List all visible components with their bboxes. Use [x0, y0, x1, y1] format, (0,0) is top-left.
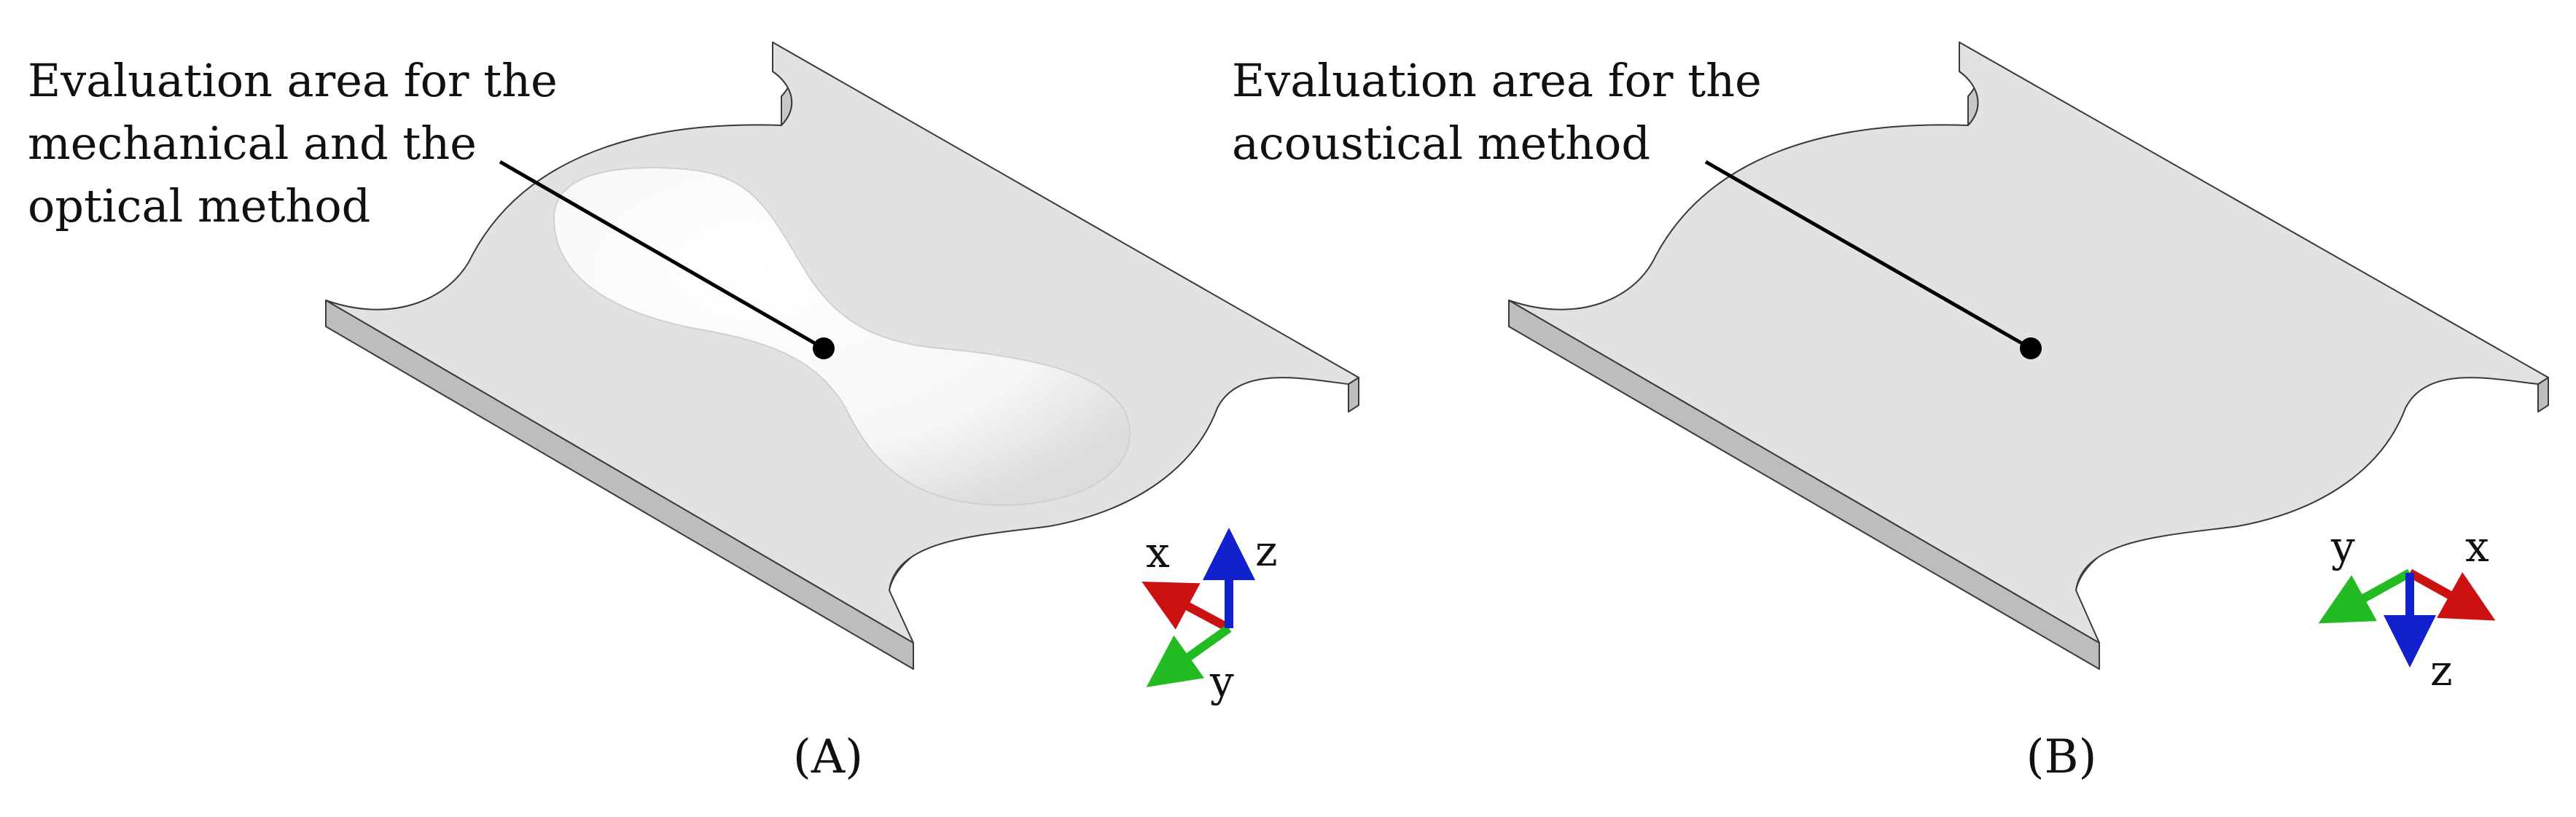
panel-b: Evaluation area for the acoustical metho… [1232, 42, 2549, 784]
callout-b-line-2: acoustical method [1232, 117, 1650, 170]
callout-a-dot [813, 337, 835, 359]
callout-a-line-3: optical method [28, 179, 370, 232]
axis-b-z-label: z [2430, 646, 2453, 695]
callout-a-line-1: Evaluation area for the [28, 54, 558, 107]
callout-b-dot [2020, 337, 2042, 359]
axis-a-y-label: y [1209, 657, 1234, 706]
axis-b-y-label: y [2330, 522, 2355, 571]
panel-a-caption: (A) [793, 730, 863, 784]
callout-a-leader [499, 160, 825, 351]
axis-a-z-label: z [1255, 526, 1278, 576]
axis-b-x-arrow [2408, 568, 2496, 621]
axis-a-y-arrow [1146, 625, 1232, 687]
panel-a: Evaluation area for the mechanical and t… [28, 42, 1359, 784]
axis-a-x-arrow [1141, 582, 1231, 633]
dogbone-bulge-a [553, 167, 1131, 507]
axis-triad-b: x y z [2318, 522, 2496, 695]
axis-triad-a: x y z [1141, 526, 1278, 706]
panel-b-caption: (B) [2026, 730, 2097, 784]
callout-a: Evaluation area for the mechanical and t… [28, 54, 835, 359]
callout-b-line-1: Evaluation area for the [1232, 54, 1762, 107]
axis-a-x-label: x [1146, 528, 1170, 577]
callout-b: Evaluation area for the acoustical metho… [1232, 54, 2042, 359]
callout-b-leader [1704, 160, 2032, 351]
specimen-plate-a [325, 42, 1359, 670]
axis-b-x-label: x [2465, 522, 2489, 571]
axis-b-y-arrow [2318, 568, 2412, 624]
callout-a-line-2: mechanical and the [28, 117, 477, 170]
